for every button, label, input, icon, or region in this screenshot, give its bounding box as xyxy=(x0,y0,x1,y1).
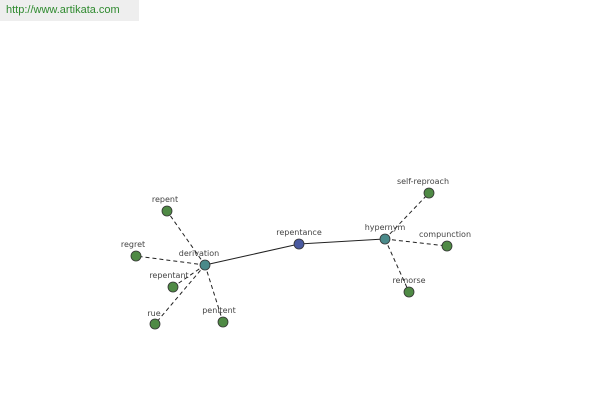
edges-layer xyxy=(135,192,448,325)
source-banner: http://www.artikata.com xyxy=(0,0,139,21)
source-url-link[interactable]: http://www.artikata.com xyxy=(6,4,120,16)
node-marker-penitent[interactable] xyxy=(217,316,229,328)
edge-repentance-derivation xyxy=(204,243,300,266)
node-repentance[interactable]: repentance xyxy=(276,228,322,250)
node-label-penitent: penitent xyxy=(202,306,236,315)
edge-repentance-hypernym xyxy=(298,238,386,245)
node-compunction[interactable]: compunction xyxy=(419,230,471,252)
node-rue[interactable]: rue xyxy=(147,309,161,330)
node-label-repentance: repentance xyxy=(276,228,322,237)
node-repent[interactable]: repent xyxy=(152,195,178,217)
node-label-rue: rue xyxy=(147,309,160,318)
node-marker-regret[interactable] xyxy=(130,250,142,262)
nodes-layer: repentance derivation hypernym repent regret… xyxy=(121,177,471,330)
node-marker-self-reproach[interactable] xyxy=(423,187,435,199)
node-hypernym[interactable]: hypernym xyxy=(365,223,406,245)
edge-derivation-regret xyxy=(135,255,206,266)
node-marker-repent[interactable] xyxy=(161,205,173,217)
edge-hypernym-remorse xyxy=(384,238,410,293)
edge-hypernym-self-reproach xyxy=(384,192,430,240)
node-label-hypernym: hypernym xyxy=(365,223,406,232)
node-marker-derivation[interactable] xyxy=(199,259,211,271)
edge-derivation-penitent xyxy=(204,264,224,323)
node-marker-repentant[interactable] xyxy=(167,281,179,293)
node-label-remorse: remorse xyxy=(392,276,425,285)
node-derivation[interactable]: derivation xyxy=(179,249,219,271)
node-label-compunction: compunction xyxy=(419,230,471,239)
node-marker-compunction[interactable] xyxy=(441,240,453,252)
node-remorse[interactable]: remorse xyxy=(392,276,426,298)
node-label-regret: regret xyxy=(121,240,145,249)
node-marker-repentance[interactable] xyxy=(293,238,305,250)
node-marker-remorse[interactable] xyxy=(403,286,415,298)
node-label-self-reproach: self-reproach xyxy=(397,177,449,186)
edge-hypernym-compunction xyxy=(384,238,448,247)
node-repentant[interactable]: repentant xyxy=(149,271,189,293)
node-label-repentant: repentant xyxy=(149,271,188,280)
node-label-derivation: derivation xyxy=(179,249,219,258)
node-marker-rue[interactable] xyxy=(149,318,161,330)
node-label-repent: repent xyxy=(152,195,178,204)
node-penitent[interactable]: penitent xyxy=(202,306,236,328)
edge-derivation-rue xyxy=(154,264,206,325)
node-marker-hypernym[interactable] xyxy=(379,233,391,245)
node-regret[interactable]: regret xyxy=(121,240,145,262)
node-self-reproach[interactable]: self-reproach xyxy=(397,177,449,199)
